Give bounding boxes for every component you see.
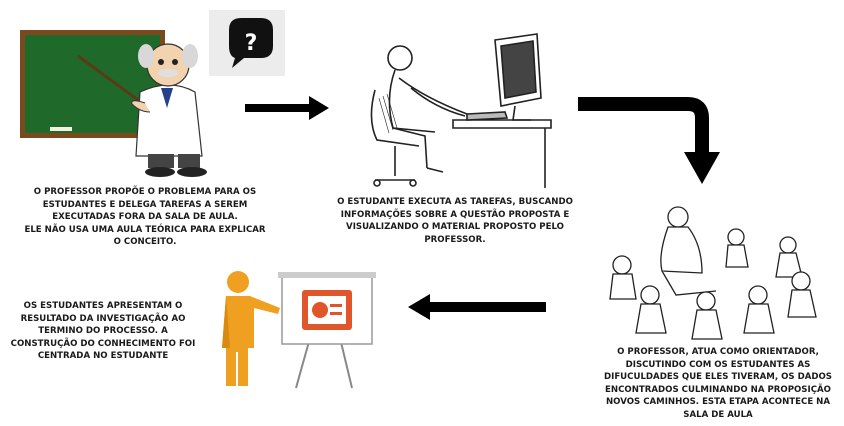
arrow-right — [245, 96, 329, 120]
presentation-slide-icon — [302, 290, 352, 330]
presenter-slide-illustration — [222, 271, 376, 389]
step-2-caption: O ESTUDANTE EXECUTA AS TAREFAS, BUSCANDO… — [337, 197, 573, 245]
question-bubble-icon: ? — [229, 18, 273, 68]
step-4-caption: OS ESTUDANTES APRESENTAM O RESULTADO DA … — [10, 301, 196, 361]
teacher-circle-illustration — [609, 206, 817, 340]
step-3-caption: O PROFESSOR, ATUA COMO ORIENTADOR, DISCU… — [603, 347, 832, 420]
step-1-caption: O PROFESSOR PROPÕE O PROBLEMA PARA OS ES… — [24, 187, 266, 247]
question-mark: ? — [245, 31, 258, 56]
arrow-down-right — [578, 97, 720, 184]
professor-chalkboard-illustration: ? — [20, 10, 285, 177]
arrow-left — [408, 294, 546, 320]
student-computer-illustration — [370, 33, 552, 188]
